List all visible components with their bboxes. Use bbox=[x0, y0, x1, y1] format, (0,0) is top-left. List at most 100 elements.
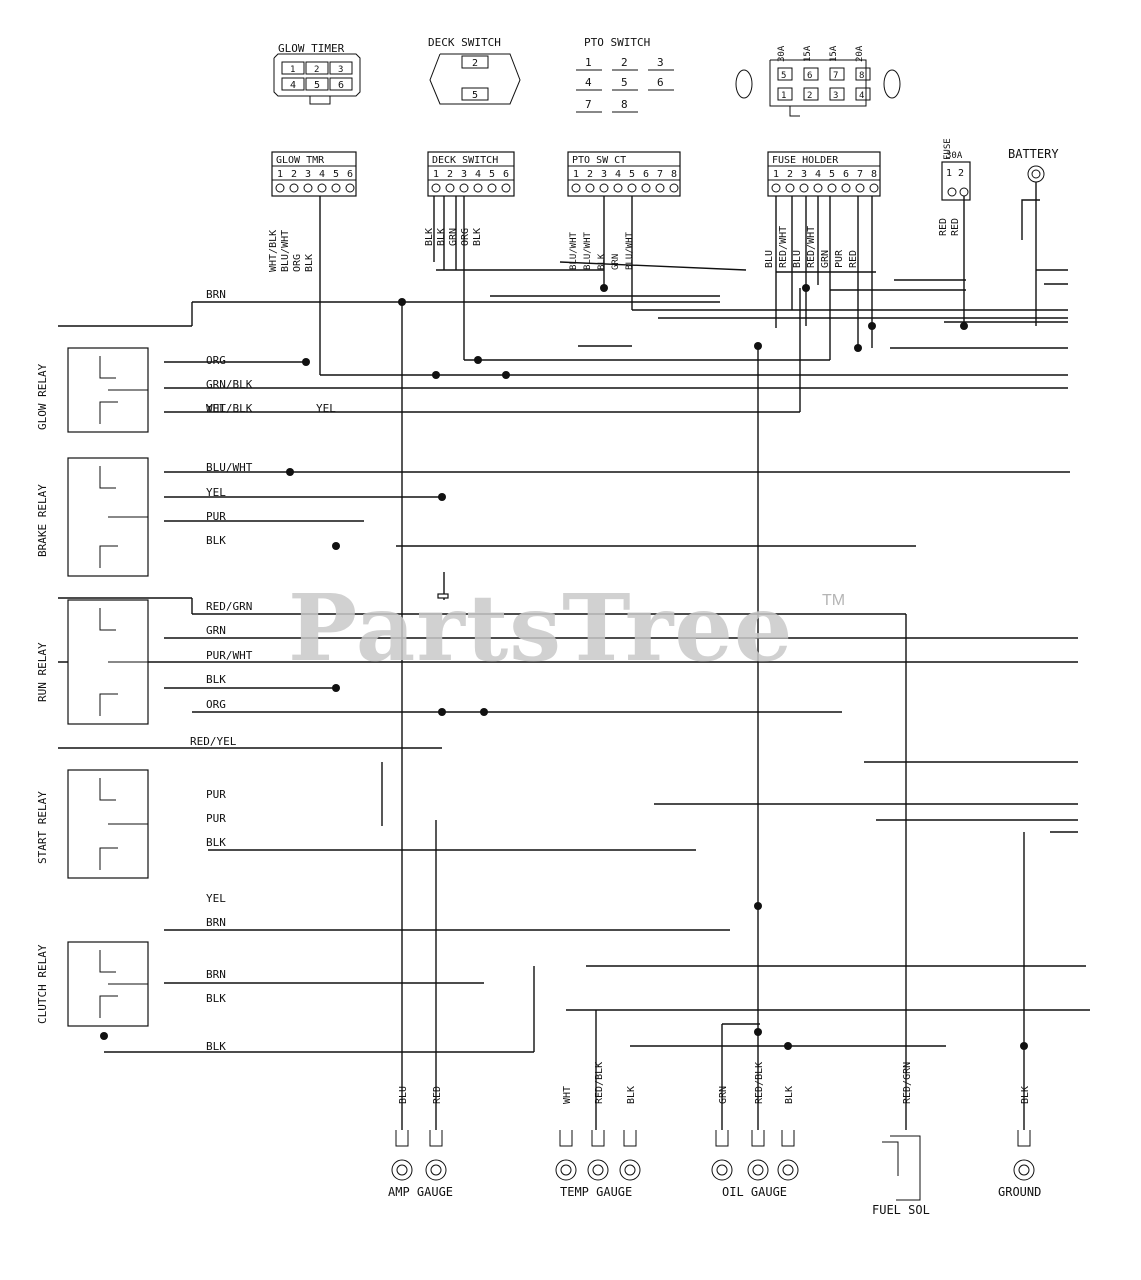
pto-switch-header-pin-label: 1 bbox=[573, 169, 579, 180]
pto-switch-terminal bbox=[585, 183, 595, 193]
clutch-relay-coil bbox=[99, 950, 116, 973]
fuse-holder-header-pin-label: 2 bbox=[787, 169, 793, 180]
run-relay-wire-label: PUR/WHT bbox=[206, 649, 253, 662]
fuse-holder-terminal bbox=[827, 183, 837, 193]
fuse-holder-header-pin-label: 5 bbox=[829, 169, 835, 180]
amp-gauge-ring-terminal bbox=[425, 1159, 447, 1181]
brake-relay-wire-label: BLK bbox=[206, 534, 226, 547]
oil-gauge-lug bbox=[751, 1130, 765, 1147]
junction-dot bbox=[502, 371, 510, 379]
pto-switch-pin-label: 3 bbox=[657, 56, 664, 69]
pto-switch-header-pin-label: 8 bbox=[671, 169, 677, 180]
glow-timer-terminal bbox=[289, 183, 299, 193]
deck-switch-terminal bbox=[445, 183, 455, 193]
fuse-holder-pin-label: 3 bbox=[833, 91, 838, 101]
temp-gauge-wire-label: WHT bbox=[562, 1086, 573, 1104]
glow-relay-title: GLOW RELAY bbox=[36, 363, 49, 430]
fuse-holder-wire-label: RED/WHT bbox=[778, 226, 789, 268]
oil-gauge-ring-terminal-hole bbox=[782, 1164, 794, 1176]
glow-timer-pin-label: 5 bbox=[314, 80, 320, 91]
glow-timer-terminal bbox=[275, 183, 285, 193]
fuse-holder-header-pin-label: 1 bbox=[773, 169, 779, 180]
fuse-wire-label: RED bbox=[938, 218, 949, 236]
clutch-relay-wire-label: BLK bbox=[206, 992, 226, 1005]
pto-switch-header-pin-label: 3 bbox=[601, 169, 607, 180]
deck-switch-terminal bbox=[473, 183, 483, 193]
deck-switch-wire-label: ORG bbox=[460, 228, 471, 246]
clutch-relay-yel-label: YEL bbox=[206, 892, 226, 905]
pto-switch-terminal bbox=[641, 183, 651, 193]
pto-switch-terminal bbox=[571, 183, 581, 193]
glow-timer-header-title: GLOW TMR bbox=[276, 155, 325, 166]
fuse-holder-pin-label: 7 bbox=[833, 71, 838, 81]
glow-timer-header bbox=[271, 151, 357, 197]
junction-dot bbox=[854, 344, 862, 352]
glow-timer-title: GLOW TIMER bbox=[278, 42, 345, 55]
fuse-holder-wire-label: GRN bbox=[820, 250, 831, 268]
glow-timer-header-pin-label: 4 bbox=[319, 169, 325, 180]
glow-timer-header-pin-label: 1 bbox=[277, 169, 283, 180]
glow-timer-header-pin-label: 3 bbox=[305, 169, 311, 180]
deck-switch-terminal bbox=[501, 183, 511, 193]
clutch-relay-wire-label: BRN bbox=[206, 968, 226, 981]
glow-timer-pin-cell bbox=[305, 77, 329, 91]
glow-relay-wire-label: ORG bbox=[206, 354, 226, 367]
pto-switch-wire-label: BLU/WHT bbox=[625, 231, 635, 270]
deck-switch-wire-label: BLK bbox=[472, 228, 483, 246]
amp-gauge-ring-terminal bbox=[391, 1159, 413, 1181]
oil-gauge-lug bbox=[715, 1130, 729, 1147]
deck-switch-header-title: DECK SWITCH bbox=[432, 155, 498, 166]
ground-ring-terminal bbox=[1013, 1159, 1035, 1181]
fuse-holder-pin-label: 4 bbox=[859, 91, 864, 101]
temp-gauge-ring-terminal-hole bbox=[592, 1164, 604, 1176]
fuse-holder-header-title: FUSE HOLDER bbox=[772, 155, 839, 166]
fuse-holder-pin-label: 6 bbox=[807, 71, 812, 81]
pto-switch-pin-label: 7 bbox=[585, 98, 592, 111]
temp-gauge-ring-terminal bbox=[555, 1159, 577, 1181]
fuse-wire-label: RED bbox=[950, 218, 961, 236]
deck-switch-header-pin-label: 6 bbox=[503, 169, 509, 180]
fuel-sol-body bbox=[890, 1135, 921, 1201]
start-relay-wire-label: PUR bbox=[206, 788, 226, 801]
pto-switch-header-pin-label: 2 bbox=[587, 169, 593, 180]
oil-gauge-ring-terminal bbox=[777, 1159, 799, 1181]
glow-timer-terminal bbox=[331, 183, 341, 193]
fuse-holder-wire-label: RED/WHT bbox=[806, 226, 817, 268]
start-relay-contact bbox=[99, 847, 118, 870]
oil-gauge-wire-label: BLK bbox=[784, 1086, 795, 1104]
fuse-holder-terminal bbox=[855, 183, 865, 193]
deck-switch-wire-label: GRN bbox=[448, 228, 459, 246]
glow-timer-wire-label: BLK bbox=[304, 254, 315, 272]
deck-switch-header-pin-label: 4 bbox=[475, 169, 481, 180]
glow-timer-header-pin-label: 2 bbox=[291, 169, 297, 180]
pto-switch-pin-label: 2 bbox=[621, 56, 628, 69]
ground-lug bbox=[1017, 1130, 1031, 1147]
deck-switch-terminal bbox=[431, 183, 441, 193]
amp-gauge-wire-label: RED bbox=[432, 1086, 443, 1104]
glow-timer-pin-cell bbox=[329, 61, 353, 75]
battery-terminal bbox=[1027, 165, 1045, 183]
junction-dot bbox=[754, 902, 762, 910]
deck-switch-pin-cell bbox=[461, 55, 489, 69]
fuse-holder-wire-label: BLU bbox=[792, 250, 803, 268]
fuse-holder-pin-cell bbox=[777, 67, 793, 81]
harness-wire bbox=[559, 261, 747, 271]
glow-timer-pin-label: 6 bbox=[338, 80, 344, 91]
fuse-holder-pin-cell bbox=[803, 67, 819, 81]
junction-dot bbox=[960, 322, 968, 330]
fuse-holder-wire-label: RED bbox=[848, 250, 859, 268]
junction-dot bbox=[600, 284, 608, 292]
pto-switch-terminal bbox=[655, 183, 665, 193]
oil-gauge-label: OIL GAUGE bbox=[722, 1185, 787, 1199]
fuse-holder-header bbox=[767, 151, 881, 197]
amp-gauge-wire-label: BLU bbox=[398, 1086, 409, 1104]
fuse-holder-terminal bbox=[813, 183, 823, 193]
brake-relay-title: BRAKE RELAY bbox=[36, 484, 49, 557]
deck-switch-header-pin-label: 3 bbox=[461, 169, 467, 180]
start-relay-title: START RELAY bbox=[36, 791, 49, 864]
amp-gauge-label: AMP GAUGE bbox=[388, 1185, 453, 1199]
temp-gauge-wire-label: RED/BLK bbox=[594, 1062, 605, 1104]
run-relay-wire-label: RED/GRN bbox=[206, 600, 252, 613]
fuse-holder-outline bbox=[769, 59, 867, 107]
